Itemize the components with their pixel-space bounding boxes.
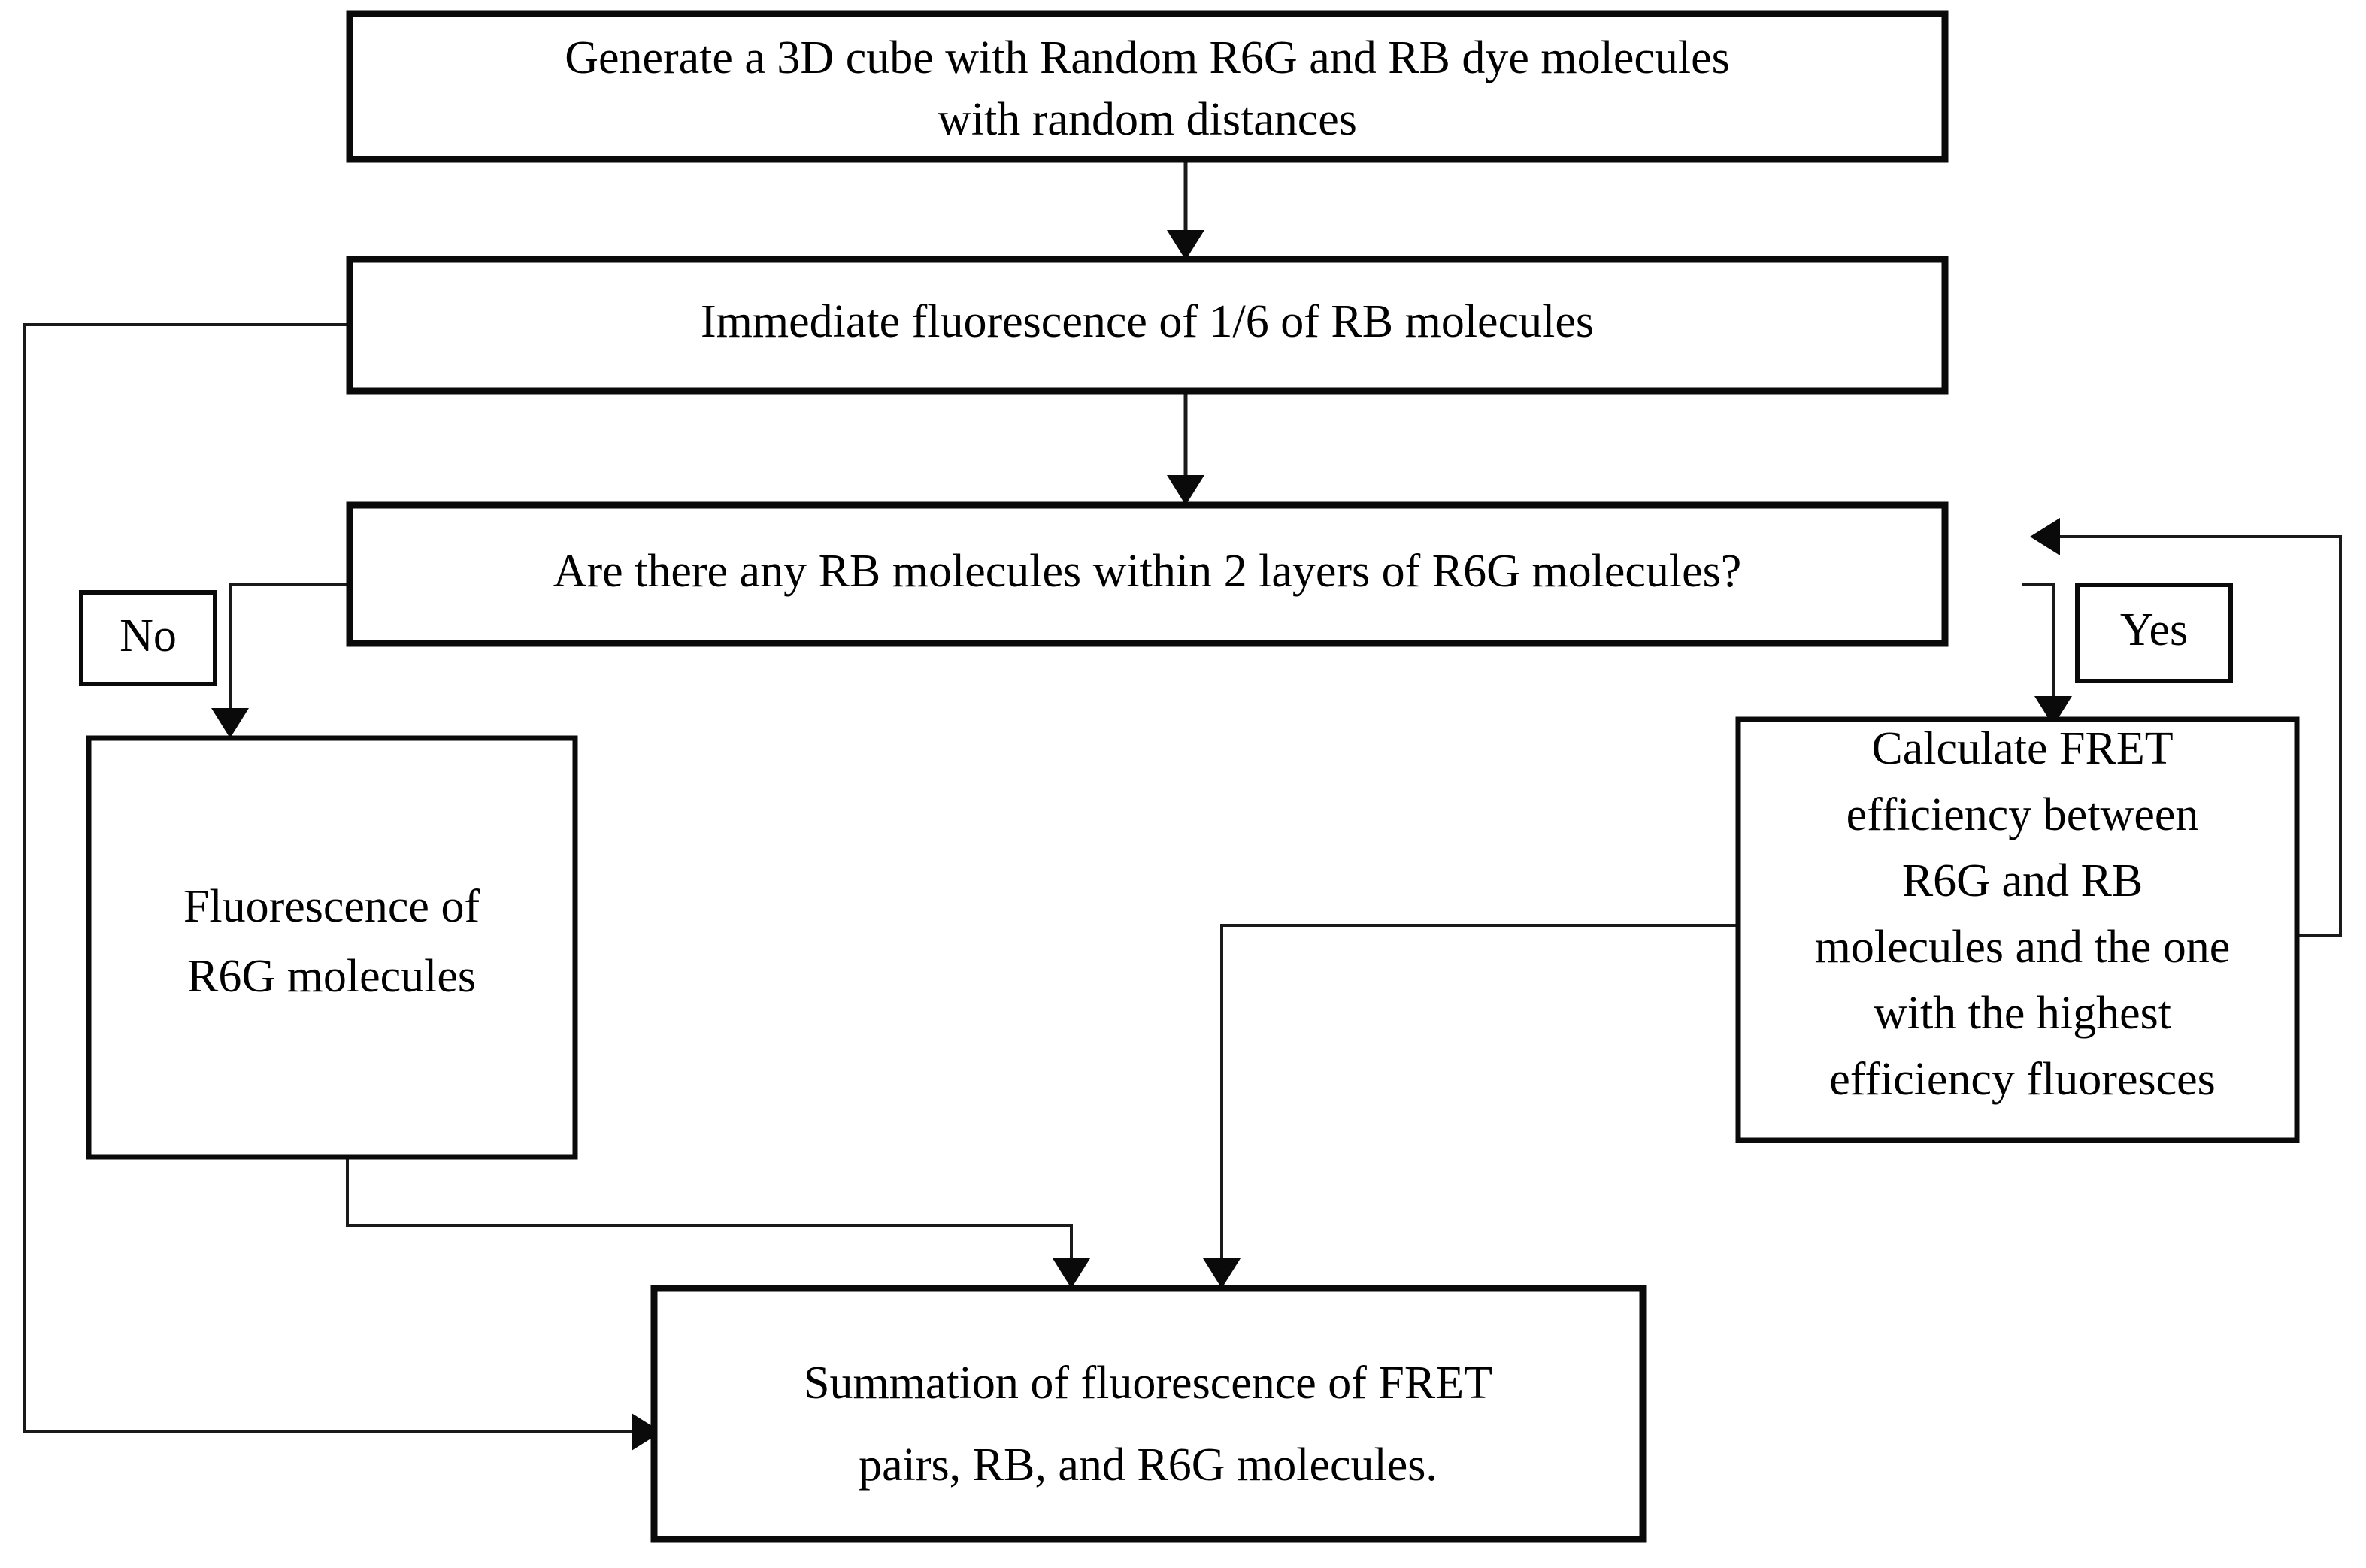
node-generate-cube-line-1: Generate a 3D cube with Random R6G and R…	[565, 32, 1730, 83]
edge-label-yes: Yes	[2075, 583, 2233, 683]
node-calculate-fret-line-5: with the highest	[1874, 988, 2171, 1039]
node-calculate-fret-line-2: efficiency between	[1846, 789, 2199, 840]
edge-label-yes-text: Yes	[2120, 604, 2188, 655]
node-immediate-fluorescence[interactable]: Immediate fluorescence of 1/6 of RB mole…	[346, 256, 1949, 395]
node-summation-line-1: Summation of fluorescence of FRET	[804, 1358, 1492, 1409]
node-decision-rb-within-2-layers[interactable]: Are there any RB molecules within 2 laye…	[346, 501, 1949, 647]
edge-fret-to-summation	[1203, 924, 1738, 1288]
node-immediate-fluorescence-line-1: Immediate fluorescence of 1/6 of RB mole…	[701, 296, 1594, 347]
node-decision-line-1: Are there any RB molecules within 2 laye…	[553, 546, 1742, 597]
edge-decision-no-to-fluorescence	[211, 583, 350, 738]
node-calculate-fret-line-6: efficiency fluoresces	[1829, 1054, 2216, 1105]
edge-label-no: No	[79, 590, 217, 686]
node-summation[interactable]: Summation of fluorescence of FRET pairs,…	[650, 1285, 1647, 1543]
node-calculate-fret[interactable]: Calculate FRET efficiency between R6G an…	[1735, 716, 2300, 1143]
node-fluorescence-r6g[interactable]: Fluorescence of R6G molecules	[86, 735, 578, 1160]
edge-immediate-to-decision	[1167, 391, 1204, 505]
edge-fret-feedback-to-decision	[2030, 518, 2342, 937]
node-generate-cube-line-2: with random distances	[938, 94, 1357, 145]
node-calculate-fret-line-3: R6G and RB	[1902, 855, 2143, 907]
node-calculate-fret-line-1: Calculate FRET	[1871, 723, 2173, 774]
edge-fluorescence-to-summation	[346, 1157, 1090, 1288]
node-generate-cube[interactable]: Generate a 3D cube with Random R6G and R…	[346, 10, 1949, 163]
node-calculate-fret-line-4: molecules and the one	[1815, 922, 2231, 973]
edge-immediate-to-summation	[23, 323, 662, 1451]
node-fluorescence-r6g-line-1: Fluorescence of	[183, 881, 480, 932]
node-summation-line-2: pairs, RB, and R6G molecules.	[859, 1439, 1437, 1491]
edge-decision-yes-to-fret	[2022, 583, 2072, 726]
node-fluorescence-r6g-line-2: R6G molecules	[187, 951, 476, 1002]
edge-label-no-text: No	[120, 610, 177, 661]
edge-generate-to-immediate	[1167, 159, 1204, 260]
